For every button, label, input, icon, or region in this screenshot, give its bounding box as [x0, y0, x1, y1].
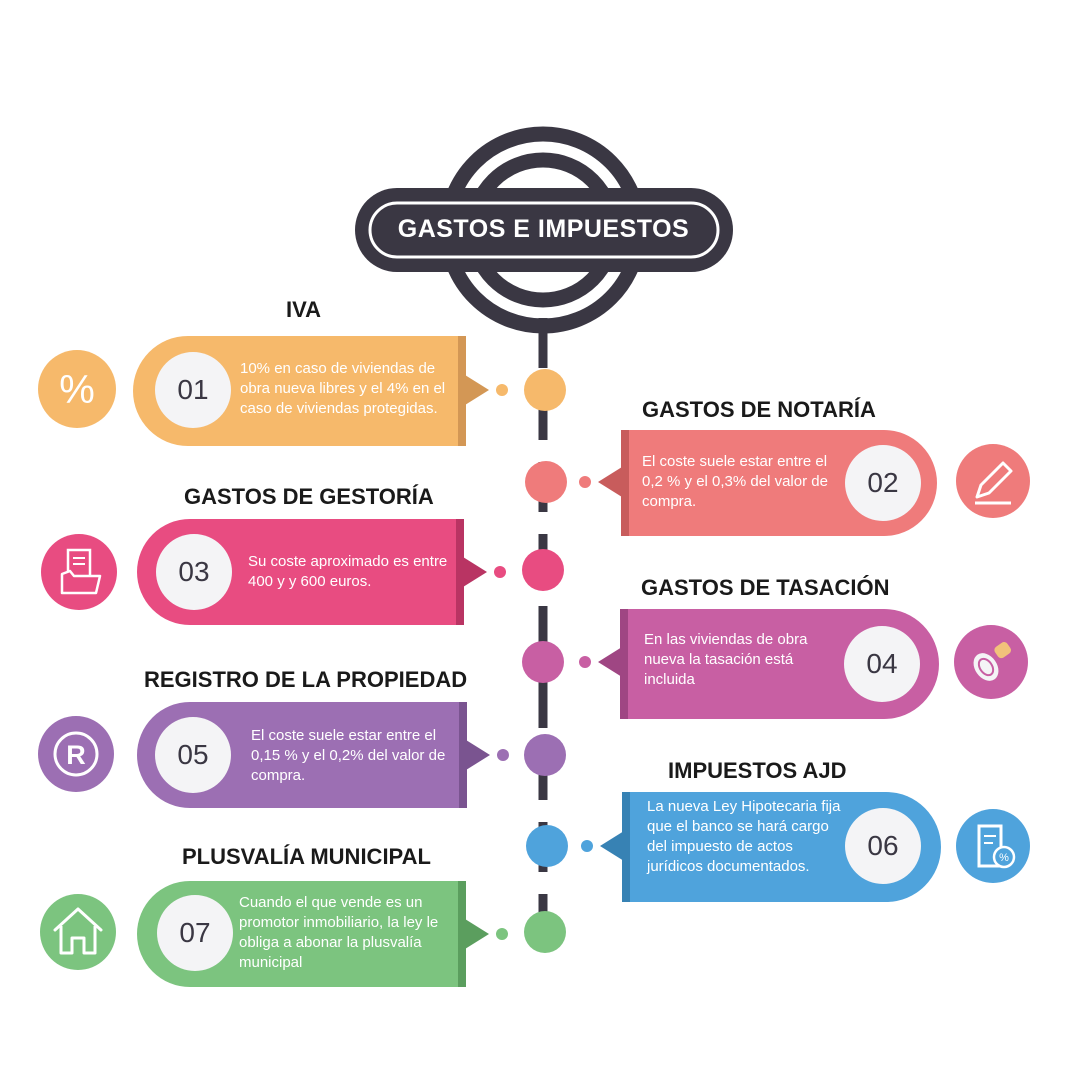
description-06: La nueva Ley Hipotecaria fija que el ban…: [647, 798, 841, 875]
heading-registro-propiedad: REGISTRO DE LA PROPIEDAD: [144, 667, 468, 692]
number-05: 05: [177, 739, 209, 770]
svg-text:%: %: [59, 368, 95, 412]
heading-gastos-gestoria: GASTOS DE GESTORÍA: [184, 484, 434, 509]
registered-icon: R: [38, 716, 114, 792]
svg-text:R: R: [66, 740, 86, 770]
card-05: [137, 702, 467, 808]
node-07: [524, 911, 566, 953]
node-04: [522, 641, 564, 683]
description-07: Cuando el que vende es un promotor inmob…: [239, 894, 439, 971]
folder-document-icon: [41, 534, 117, 610]
number-01: 01: [177, 374, 209, 405]
number-04: 04: [866, 648, 898, 679]
heading-gastos-notaria: GASTOS DE NOTARÍA: [642, 397, 876, 422]
heading-impuestos-ajd: IMPUESTOS AJD: [668, 758, 847, 783]
description-04: En las viviendas de obra nueva la tasaci…: [644, 631, 808, 688]
svg-text:%: %: [999, 852, 1009, 864]
number-06: 06: [867, 830, 899, 861]
card-04: [620, 609, 939, 719]
card-02: [621, 430, 937, 536]
description-03: Su coste aproximado es entre 400 y y 600…: [248, 553, 448, 590]
number-03: 03: [178, 556, 210, 587]
number-07: 07: [179, 917, 211, 948]
card-03: [137, 519, 464, 625]
number-02: 02: [867, 467, 899, 498]
heading-gastos-tasacion: GASTOS DE TASACIÓN: [641, 575, 890, 600]
node-02: [525, 461, 567, 503]
card-01: [133, 336, 466, 446]
percent-icon: %: [38, 350, 116, 428]
description-01: 10% en caso de viviendas de obra nueva l…: [240, 360, 446, 417]
description-05: El coste suele estar entre el 0,15 % y e…: [251, 727, 446, 784]
node-05: [524, 734, 566, 776]
stamp-icon: [954, 625, 1028, 699]
node-06: [526, 825, 568, 867]
page-title: GASTOS E IMPUESTOS: [397, 215, 690, 243]
tax-document-icon: %: [956, 809, 1030, 883]
timeline-nodes: [522, 369, 568, 953]
pen-icon: [956, 444, 1030, 518]
description-02: El coste suele estar entre el 0,2 % y el…: [642, 453, 828, 510]
node-01: [524, 369, 566, 411]
node-03: [522, 549, 564, 591]
heading-iva: IVA: [286, 297, 322, 322]
heading-plusvalia-municipal: PLUSVALÍA MUNICIPAL: [182, 844, 431, 869]
card-06: [622, 792, 941, 902]
connectors: [463, 375, 624, 949]
house-icon: [40, 894, 116, 970]
card-07: [137, 881, 466, 987]
